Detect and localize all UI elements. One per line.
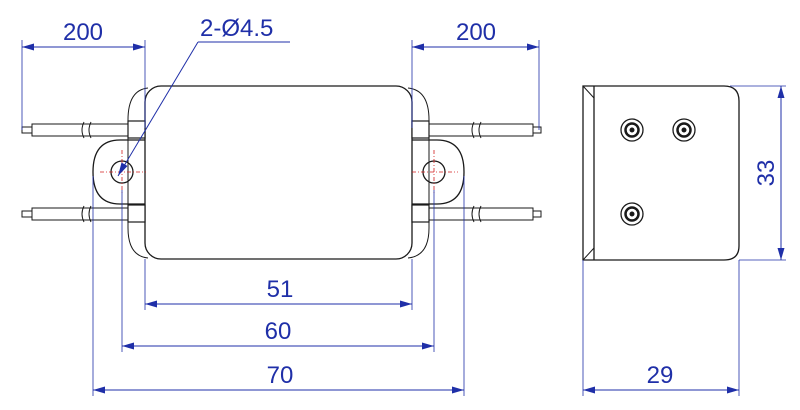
dimension-lead-left: 200 [21,19,146,130]
left-mounting-flange [92,139,145,205]
dimension-body-length-label: 51 [267,276,294,303]
side-stud-2 [672,118,696,142]
side-flange-corner-top [582,85,595,99]
hole-callout: 2-Ø4.5 [117,15,290,177]
side-body-outline [582,85,740,261]
front-view [21,85,542,260]
side-stud-3 [620,202,644,226]
body-bevel-right [407,87,430,259]
lead-wire-left-top [21,120,146,139]
dimension-hole-spacing: 60 [121,190,435,352]
dimension-overall-length-label: 70 [267,362,294,389]
lead-wire-left-bottom [21,204,146,223]
dimension-height-label: 33 [753,160,780,187]
dimension-depth: 29 [582,260,740,396]
dimension-overall-length: 70 [92,176,465,396]
dimension-lead-right-label: 200 [456,19,496,46]
lead-wire-right-top [411,120,542,139]
side-stud-1 [620,118,644,142]
dimension-depth-label: 29 [647,362,674,389]
body-bevel-left [127,87,149,259]
filter-body [144,85,413,260]
side-flange-corner-bottom [582,247,595,261]
dimension-lead-left-label: 200 [63,19,103,46]
lead-wire-right-bottom [411,204,542,223]
dimension-hole-spacing-label: 60 [265,318,292,345]
hole-callout-label: 2-Ø4.5 [200,15,273,42]
side-view [582,85,740,261]
dimension-lead-right: 200 [411,19,540,130]
dimension-body-length: 51 [144,259,413,310]
dimension-height: 33 [730,85,786,261]
right-mounting-flange [412,139,465,205]
